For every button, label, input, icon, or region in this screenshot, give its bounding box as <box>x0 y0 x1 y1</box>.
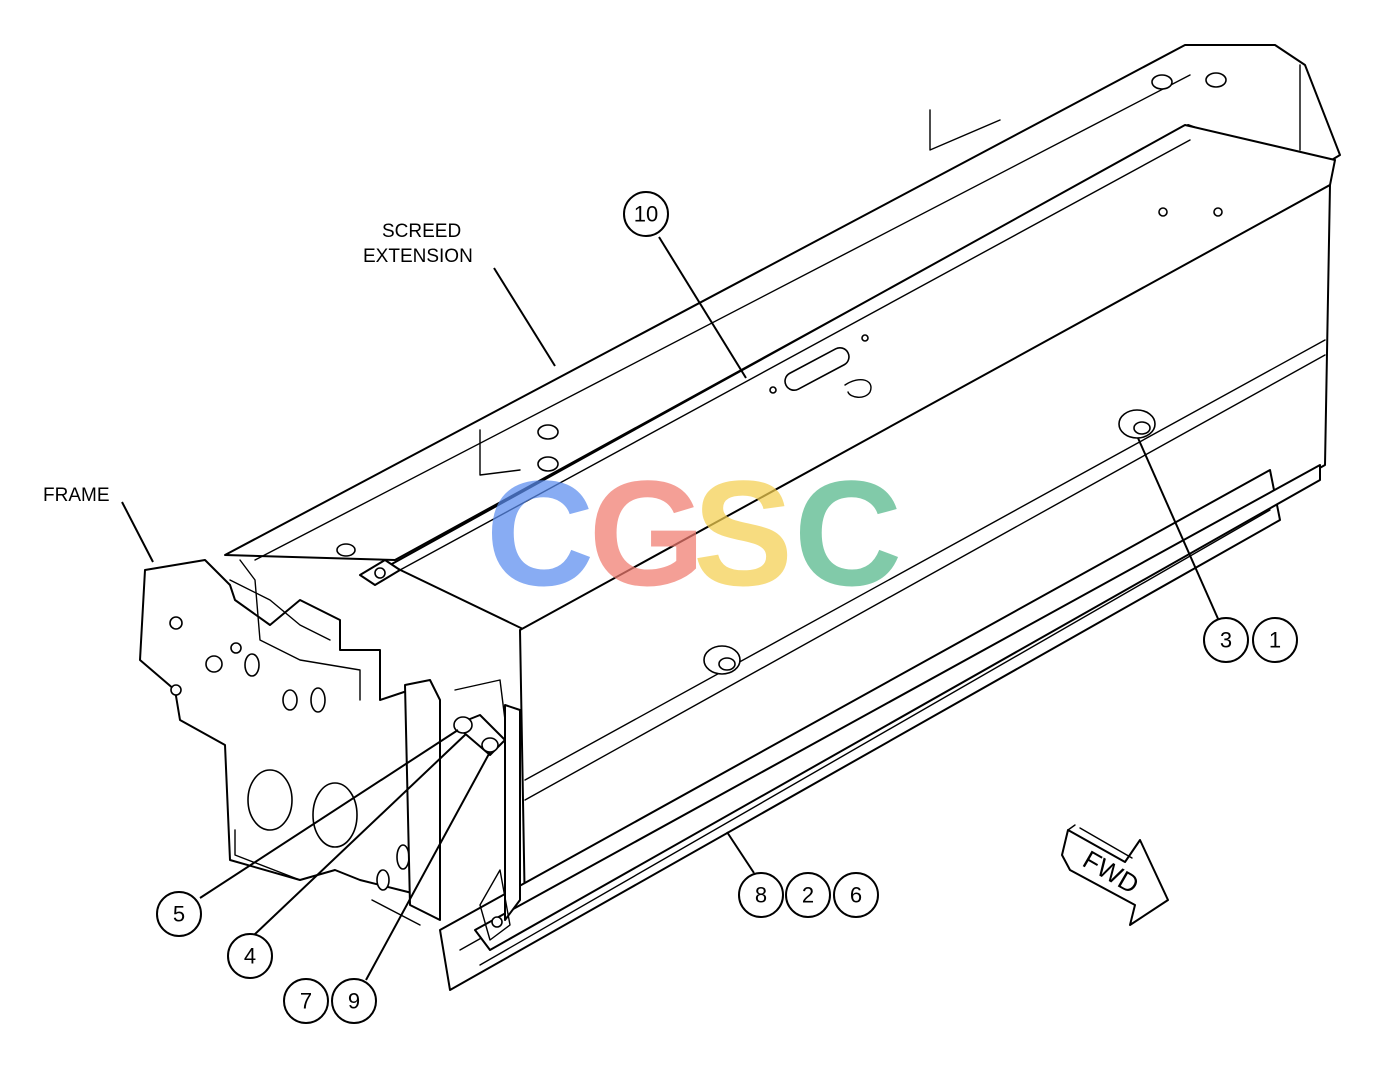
svg-text:9: 9 <box>348 989 360 1014</box>
watermark-letter-c2: C <box>794 449 902 617</box>
screed-extension-label-line1: SCREED <box>382 221 461 242</box>
leader-8-2-6 <box>726 831 755 874</box>
callout-5: 5 <box>156 891 202 937</box>
svg-text:5: 5 <box>173 902 185 927</box>
svg-text:10: 10 <box>634 202 658 227</box>
leader-10 <box>658 236 747 379</box>
leader-5 <box>199 729 459 899</box>
callout-10: 10 <box>623 191 669 237</box>
callout-4: 4 <box>227 933 273 979</box>
callout-9: 9 <box>331 978 377 1024</box>
leader-screed-extension <box>493 267 556 367</box>
svg-text:3: 3 <box>1220 628 1232 653</box>
leader-3-1 <box>1137 437 1220 622</box>
leader-7-9 <box>365 751 491 981</box>
fwd-arrow-icon: FWD <box>1061 824 1169 926</box>
leader-4 <box>253 733 467 936</box>
watermark-logo: C G S C <box>486 449 902 617</box>
svg-text:6: 6 <box>850 883 862 908</box>
svg-text:4: 4 <box>244 944 256 969</box>
leader-frame <box>121 501 154 563</box>
frame <box>139 559 506 926</box>
screed-extension-label-line2: EXTENSION <box>363 246 473 267</box>
callout-8: 8 <box>738 872 784 918</box>
callout-1: 1 <box>1252 617 1298 663</box>
watermark-letter-c1: C <box>486 449 594 617</box>
svg-text:8: 8 <box>755 883 767 908</box>
svg-text:2: 2 <box>802 883 814 908</box>
adjuster-fitting <box>453 704 521 941</box>
watermark-letter-g: G <box>589 449 706 617</box>
side-plate <box>519 184 1331 916</box>
leader-lines <box>121 236 1220 981</box>
svg-text:1: 1 <box>1269 628 1281 653</box>
watermark-letter-s: S <box>693 449 793 617</box>
frame-label: FRAME <box>43 485 110 506</box>
bottom-skid <box>439 464 1321 991</box>
callout-6: 6 <box>833 872 879 918</box>
svg-text:7: 7 <box>300 989 312 1014</box>
callout-7: 7 <box>283 978 329 1024</box>
callout-3: 3 <box>1203 617 1249 663</box>
callout-2: 2 <box>785 872 831 918</box>
